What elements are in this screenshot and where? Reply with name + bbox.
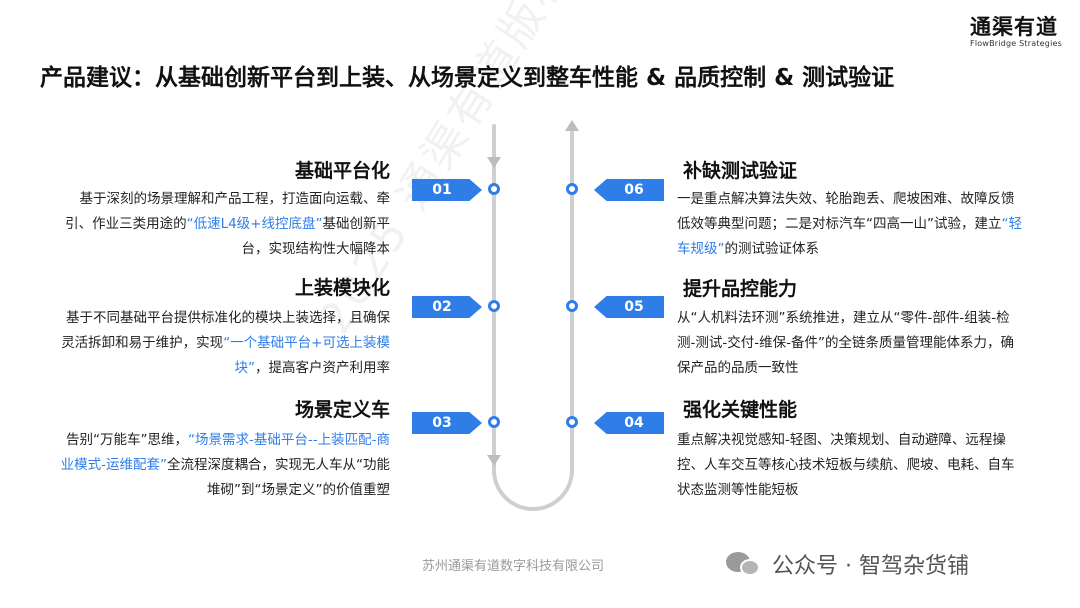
- text-run: 告别“万能车”思维，: [66, 432, 189, 448]
- text-run: 基础创新平台，实现结构性大幅降本: [241, 216, 391, 257]
- highlight-text: “低速L4级+线控底盘”: [186, 216, 323, 232]
- account-name: 公众号 · 智驾杂货铺: [772, 554, 969, 579]
- section-06-title: 补缺测试验证: [683, 160, 798, 182]
- section-04-title: 强化关键性能: [683, 399, 798, 421]
- footer-company: 苏州通渠有道数字科技有限公司: [422, 559, 605, 574]
- section-03-title: 场景定义车: [294, 399, 390, 421]
- step-tag-04: 04: [594, 412, 664, 434]
- section-05-body: 从“人机料法环测”系统推进，建立从“零件-部件-组装-检测-测试-交付-维保-备…: [677, 306, 1022, 381]
- step-tag-03: 03: [412, 412, 482, 434]
- section-04-body: 重点解决视觉感知-轻图、决策规划、自动避障、远程操控、人车交互等核心技术短板与续…: [677, 428, 1022, 503]
- section-01-title: 基础平台化: [294, 160, 390, 182]
- company-logo: 通渠有道 FlowBridge Strategies: [970, 16, 1062, 48]
- track-dot-03: [488, 416, 500, 428]
- section-02-body: 基于不同基础平台提供标准化的模块上装选择，且确保灵活拆卸和易于维护，实现“一个基…: [60, 306, 390, 381]
- page-title: 产品建议：从基础创新平台到上装、从场景定义到整车性能 & 品质控制 & 测试验证: [40, 65, 895, 91]
- step-tag-01: 01: [412, 179, 482, 201]
- wechat-icon: [726, 550, 764, 578]
- highlight-text: “场景需求-基础平台--上装匹配-商业模式-运维配套”: [60, 432, 390, 473]
- text-run: 从“人机料法环测”系统推进，建立从“零件-部件-组装-检测-测试-交付-维保-备…: [677, 310, 1014, 376]
- text-run: ，提高客户资产利用率: [255, 360, 390, 376]
- logo-name: 通渠有道: [970, 15, 1059, 39]
- down-arrow-icon: [487, 455, 501, 466]
- track-dot-06: [566, 183, 578, 195]
- text-run: 全流程深度耦合，实现无人车从“功能堆砌”到“场景定义”的价值重塑: [167, 457, 390, 498]
- text-run: 基于深刻的场景理解和产品工程，打造面向运载、牵引、作业三类用途的: [65, 191, 390, 232]
- section-06-body: 一是重点解决算法失效、轮胎跑丢、爬坡困难、故障反馈低效等典型问题；二是对标汽车“…: [677, 187, 1022, 262]
- track-dot-04: [566, 416, 578, 428]
- section-01-body: 基于深刻的场景理解和产品工程，打造面向运载、牵引、作业三类用途的“低速L4级+线…: [60, 187, 390, 262]
- text-run: 基于不同基础平台提供标准化的模块上装选择，且确保灵活拆卸和易于维护，实现: [61, 310, 390, 351]
- highlight-text: “轻车规级”: [677, 216, 1022, 257]
- step-tag-06: 06: [594, 179, 664, 201]
- track-dot-02: [488, 300, 500, 312]
- step-tag-02: 02: [412, 296, 482, 318]
- step-tag-05: 05: [594, 296, 664, 318]
- section-05-title: 提升品控能力: [683, 278, 798, 300]
- text-run: 重点解决视觉感知-轻图、决策规划、自动避障、远程操控、人车交互等核心技术短板与续…: [677, 432, 1015, 498]
- down-arrow-icon: [487, 157, 501, 168]
- track-path: [492, 124, 574, 511]
- track-dot-05: [566, 300, 578, 312]
- logo-subtitle: FlowBridge Strategies: [970, 39, 1062, 48]
- highlight-text: “一个基础平台+可选上装模块”: [223, 335, 390, 376]
- footer-account: 公众号 · 智驾杂货铺: [726, 548, 969, 580]
- text-run: 的测试验证体系: [724, 241, 820, 257]
- section-02-title: 上装模块化: [294, 277, 390, 299]
- track-dot-01: [488, 183, 500, 195]
- text-run: 一是重点解决算法失效、轮胎跑丢、爬坡困难、故障反馈低效等典型问题；二是对标汽车“…: [677, 191, 1015, 232]
- section-03-body: 告别“万能车”思维，“场景需求-基础平台--上装匹配-商业模式-运维配套”全流程…: [60, 428, 390, 503]
- up-arrow-icon: [565, 120, 579, 131]
